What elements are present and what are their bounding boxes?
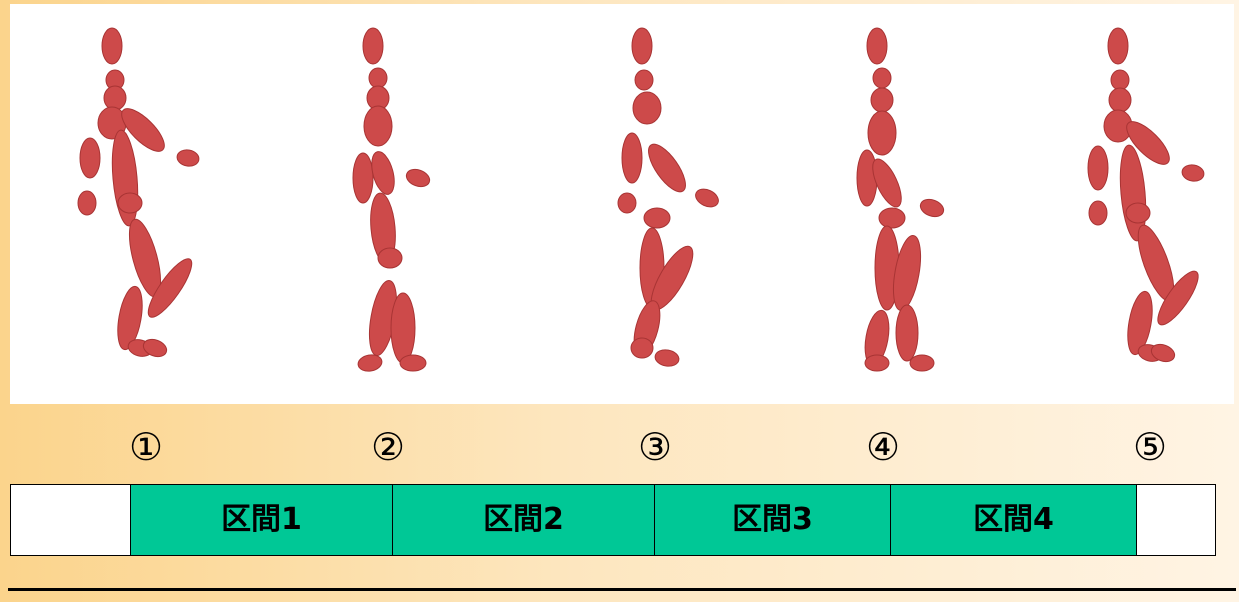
- walking-pose-2-icon: [328, 18, 468, 388]
- segment-3: 区間3: [654, 485, 890, 555]
- keyframe-marker-3: ③: [637, 425, 673, 469]
- animation-frames-panel: [10, 4, 1234, 404]
- walking-pose-5-icon: [1068, 18, 1208, 388]
- keyframe-marker-2: ②: [370, 425, 406, 469]
- timeline-bar: 区間1 区間2 区間3 区間4: [10, 484, 1216, 556]
- segment-2: 区間2: [392, 485, 654, 555]
- keyframe-marker-4: ④: [865, 425, 901, 469]
- segment-1: 区間1: [130, 485, 392, 555]
- keyframe-marker-5: ⑤: [1132, 425, 1168, 469]
- segment-4: 区間4: [890, 485, 1137, 555]
- walking-pose-4-icon: [832, 18, 972, 388]
- keyframe-marker-1: ①: [128, 425, 164, 469]
- walking-pose-3-icon: [592, 18, 732, 388]
- walking-pose-1-icon: [60, 18, 200, 388]
- bottom-divider: [8, 588, 1236, 591]
